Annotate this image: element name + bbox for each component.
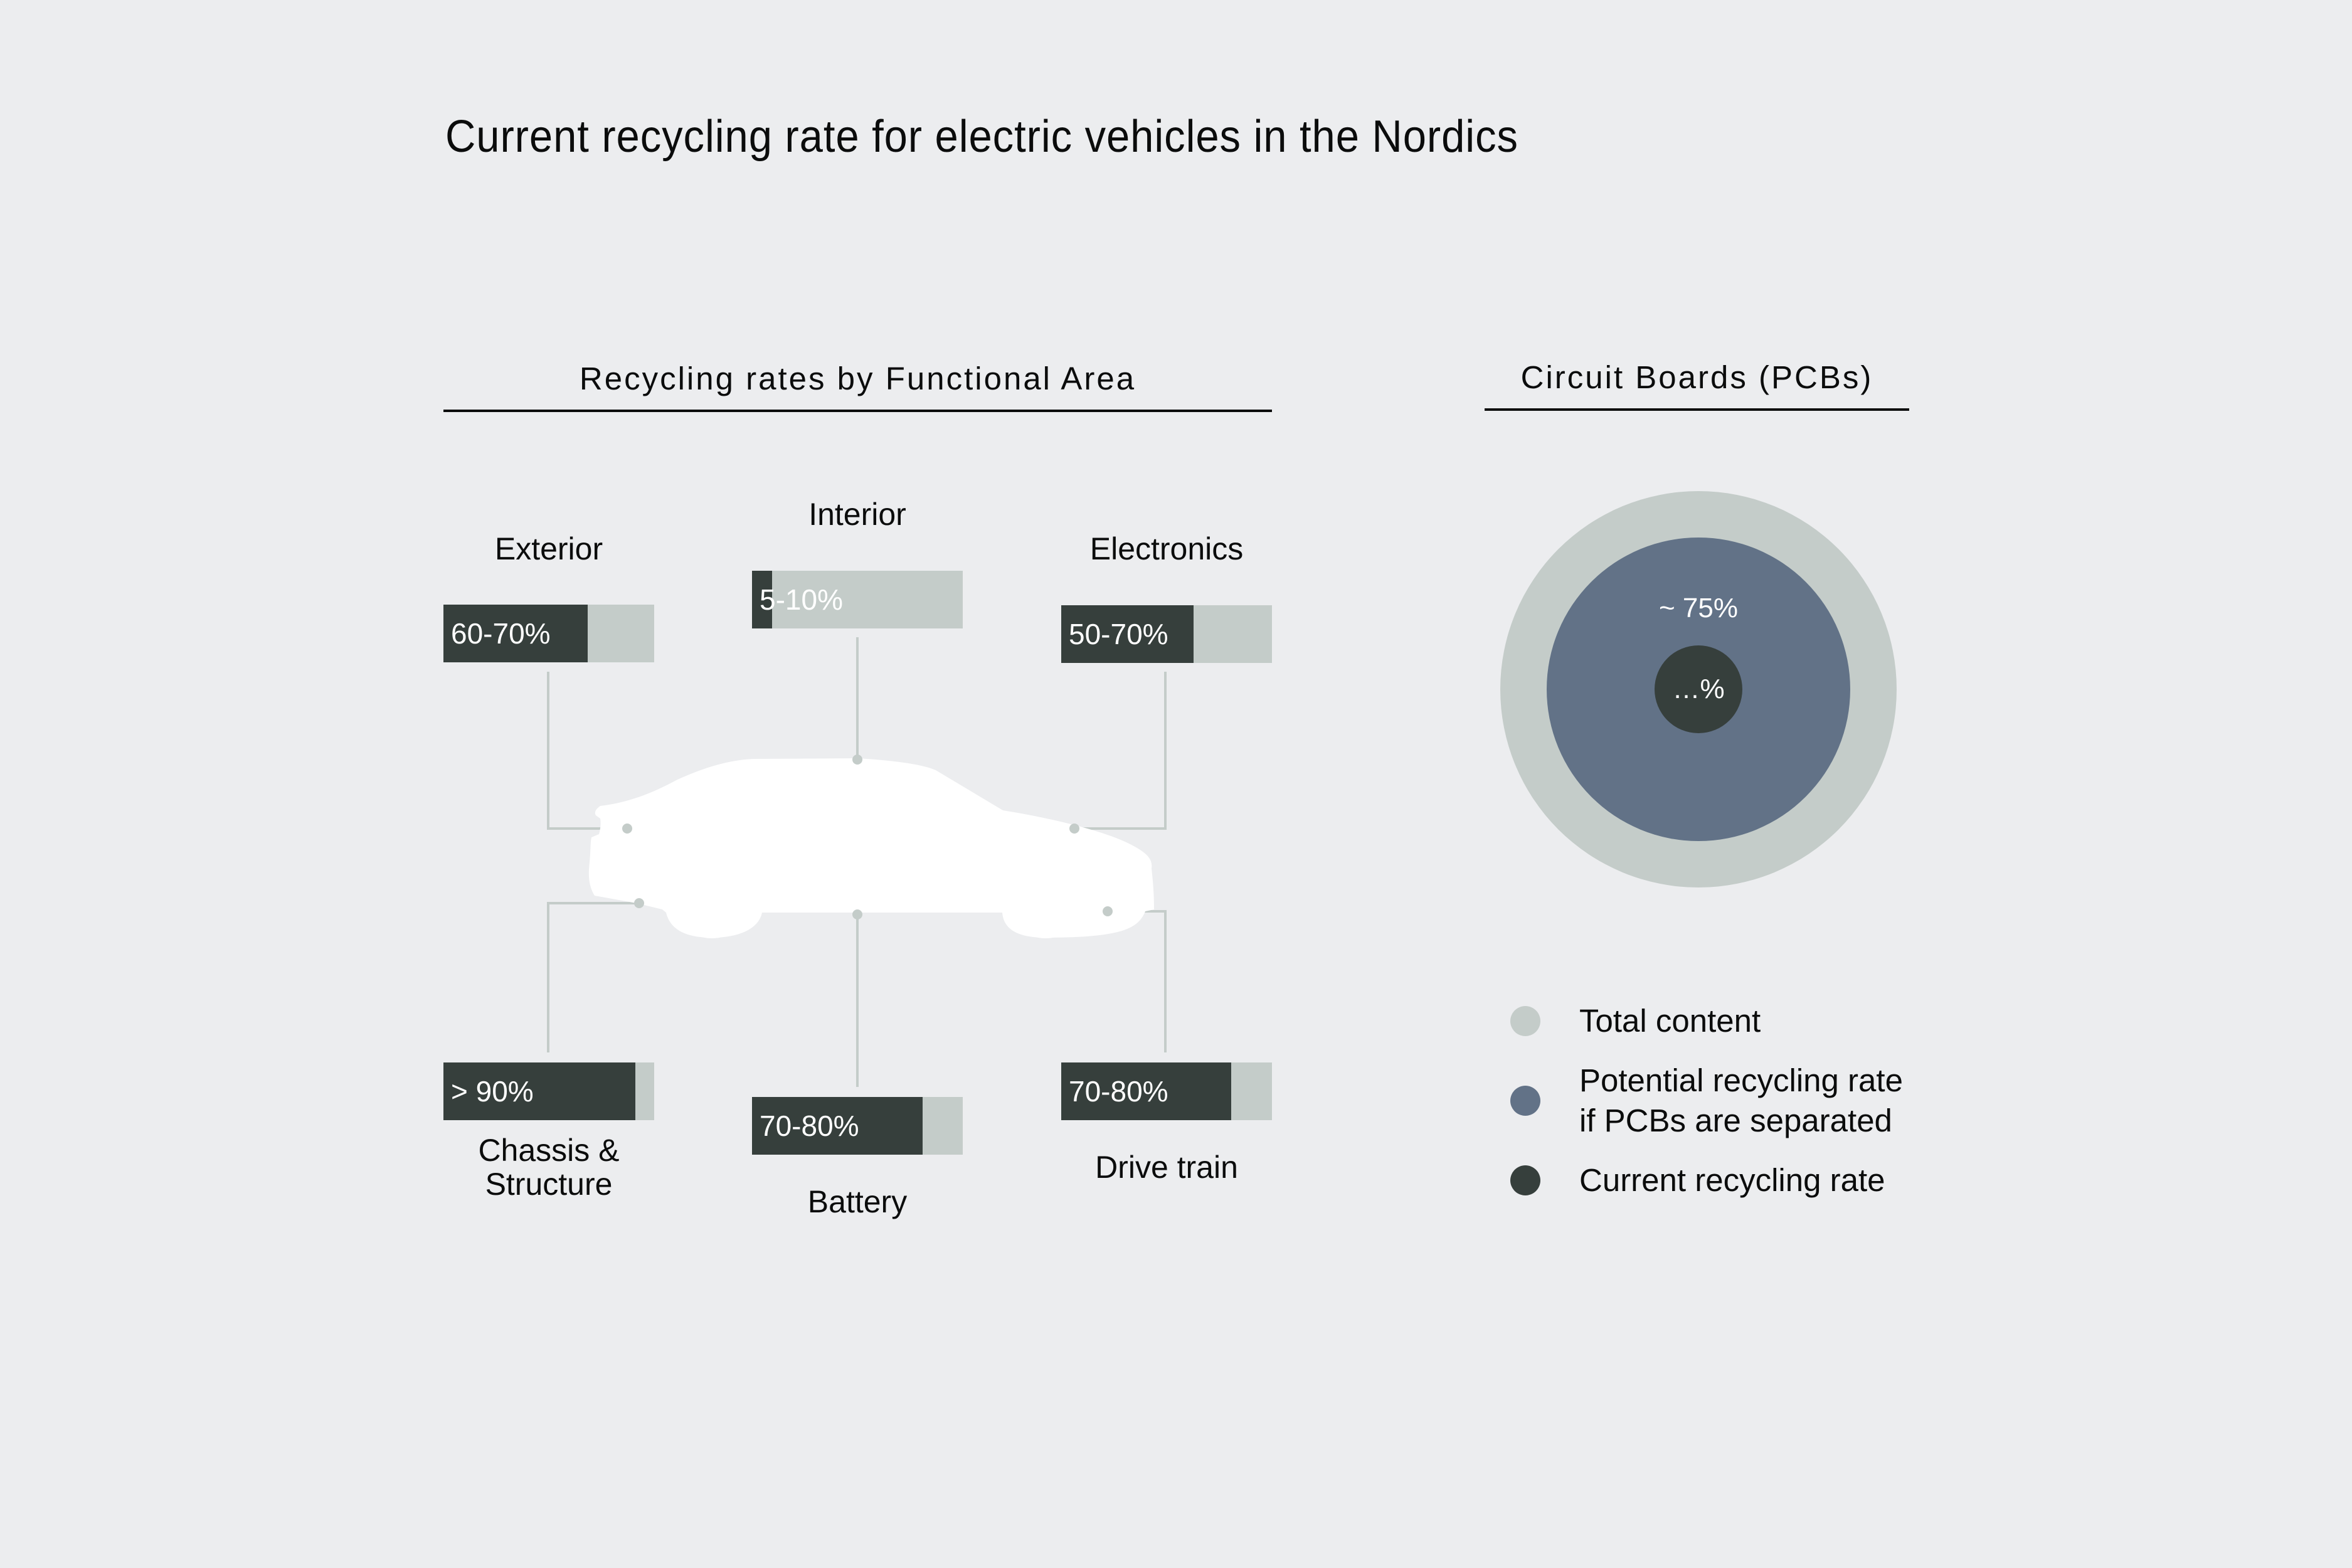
pcb-rule — [1485, 408, 1909, 411]
bar-interior: 5-10% — [752, 571, 963, 628]
bar-fill-exterior — [443, 605, 588, 662]
functional-area-heading: Recycling rates by Functional Area — [579, 361, 1136, 396]
bar-fill-chassis — [443, 1062, 635, 1120]
dot-chassis — [634, 898, 644, 908]
bar-value-interior: 5-10% — [760, 583, 843, 616]
pcb-heading: Circuit Boards (PCBs) — [1520, 359, 1873, 395]
bar-value-chassis: > 90% — [451, 1075, 534, 1108]
connector-drive-train — [1108, 910, 1167, 1052]
dot-drive-train — [1103, 906, 1113, 916]
bar-battery: 70-80% — [752, 1097, 963, 1155]
functional-area-rule — [443, 410, 1272, 412]
connector-dots — [622, 755, 1113, 919]
bar-fill-battery — [752, 1097, 923, 1155]
bar-chassis: > 90% — [443, 1062, 654, 1120]
legend-label-potential: Potential recycling rate if PCBs are sep… — [1579, 1061, 1903, 1141]
legend-label-current: Current recycling rate — [1579, 1162, 1885, 1198]
bar-value-drive-train: 70-80% — [1069, 1075, 1168, 1108]
legend-item-current-rate: Current recycling rate — [1510, 1160, 1885, 1200]
connector-chassis — [547, 902, 639, 1052]
front-wheel-icon — [670, 856, 753, 938]
connector-lines — [547, 637, 1167, 1087]
dot-exterior — [622, 824, 632, 834]
bar-electronics: 50-70% — [1061, 605, 1272, 663]
legend-dot-potential-icon — [1510, 1086, 1540, 1116]
current-rate-label: …% — [1672, 674, 1725, 704]
bar-value-exterior: 60-70% — [451, 617, 551, 650]
area-label-drive-train: Drive train — [1095, 1150, 1238, 1185]
area-label-chassis-line2: Structure — [485, 1167, 613, 1202]
area-label-interior: Interior — [808, 497, 906, 532]
dot-battery — [852, 909, 862, 919]
dot-interior — [852, 755, 862, 765]
area-label-chassis-line1: Chassis & — [478, 1133, 620, 1168]
bar-fill-electronics — [1061, 605, 1194, 663]
legend-dot-current-icon — [1510, 1165, 1540, 1195]
bar-exterior: 60-70% — [443, 605, 654, 662]
bar-value-battery: 70-80% — [760, 1110, 859, 1142]
bar-fill-interior — [752, 571, 772, 628]
connector-electronics — [1074, 672, 1167, 830]
dot-electronics — [1069, 824, 1079, 834]
area-label-electronics: Electronics — [1089, 531, 1244, 566]
legend-label-total: Total content — [1579, 1003, 1761, 1039]
bar-drive-train: 70-80% — [1061, 1062, 1272, 1120]
area-label-chassis: Chassis & Structure — [443, 1133, 654, 1201]
potential-rate-label: ~ 75% — [1659, 593, 1738, 623]
legend-label-potential-line2: if PCBs are separated — [1579, 1103, 1892, 1138]
legend-label-potential-line1: Potential recycling rate — [1579, 1062, 1903, 1098]
bar-fill-drive-train — [1061, 1062, 1231, 1120]
legend-item-total-content: Total content — [1510, 1001, 1761, 1041]
page-title: Current recycling rate for electric vehi… — [445, 112, 1518, 162]
legend-dot-total-icon — [1510, 1006, 1540, 1036]
circle-current-rate — [1655, 645, 1742, 733]
legend-item-potential-rate: Potential recycling rate if PCBs are sep… — [1510, 1061, 1903, 1141]
area-label-battery: Battery — [807, 1184, 908, 1219]
bar-value-electronics: 50-70% — [1069, 618, 1168, 650]
area-label-exterior: Exterior — [494, 531, 603, 566]
rear-wheel-icon — [1004, 856, 1087, 938]
